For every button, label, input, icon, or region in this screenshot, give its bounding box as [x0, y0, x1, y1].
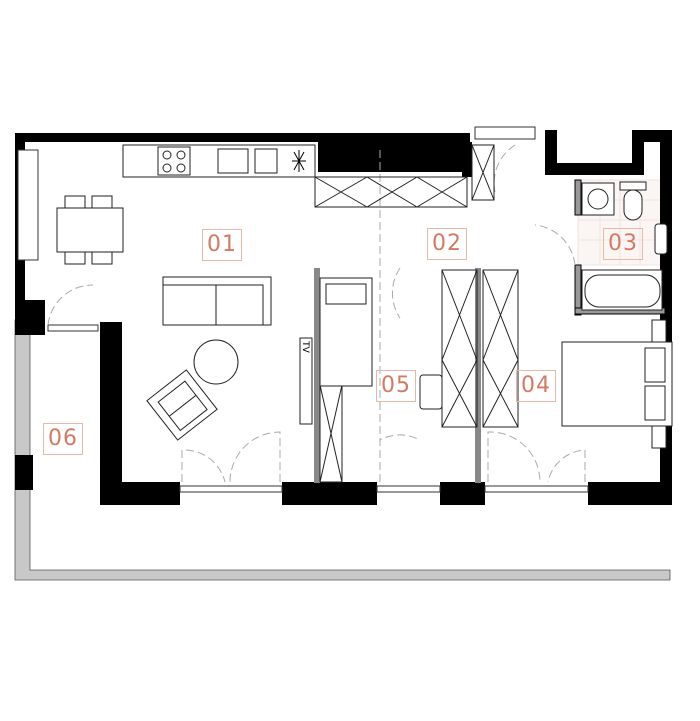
- room-label-05: 05: [376, 370, 416, 402]
- bathroom-fixtures: [581, 181, 668, 311]
- tv-label: TV: [299, 341, 310, 353]
- sofa: [162, 276, 272, 326]
- coffee-table: [193, 339, 239, 385]
- single-bed: [319, 277, 373, 387]
- room-label-04: 04: [516, 370, 556, 402]
- dining-table: [56, 195, 124, 265]
- bathroom-walls: [574, 179, 666, 316]
- room-label-03: 03: [603, 228, 643, 260]
- room-label-01: 01: [202, 229, 242, 261]
- room-label-06: 06: [43, 423, 83, 455]
- tv-stand: [299, 337, 313, 425]
- kitchen-counter: [122, 144, 316, 178]
- double-bed: [561, 319, 673, 449]
- door-swings: [47, 144, 586, 483]
- windows: [17, 126, 589, 493]
- walls: [15, 130, 672, 505]
- desk: [419, 374, 443, 410]
- armchair: [146, 369, 218, 441]
- room-label-02: 02: [427, 228, 467, 260]
- wardrobes: [314, 144, 519, 483]
